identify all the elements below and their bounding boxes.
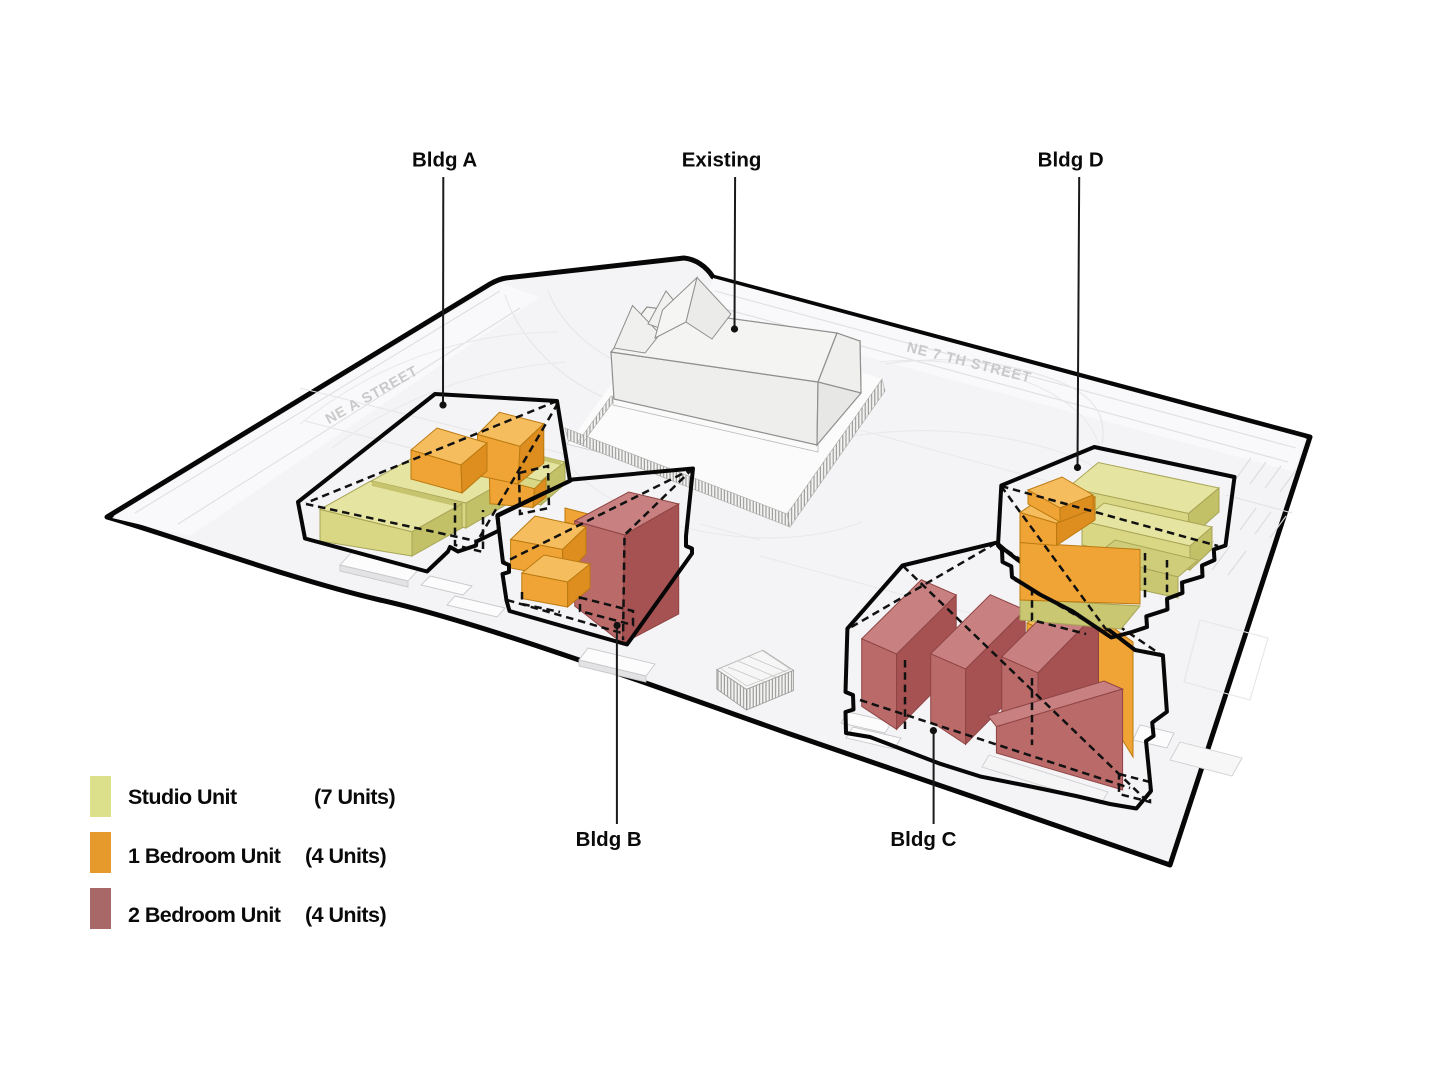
svg-text:(4 Units): (4 Units) (305, 903, 386, 927)
svg-text:(7 Units): (7 Units) (314, 785, 395, 809)
svg-text:(4 Units): (4 Units) (305, 844, 386, 868)
svg-text:1 Bedroom Unit: 1 Bedroom Unit (128, 844, 281, 868)
svg-text:Bldg A: Bldg A (412, 148, 477, 171)
svg-text:Studio Unit: Studio Unit (128, 785, 237, 809)
svg-text:Existing: Existing (682, 148, 762, 171)
svg-text:Bldg D: Bldg D (1038, 148, 1104, 171)
svg-text:Bldg B: Bldg B (576, 828, 642, 851)
svg-text:Bldg C: Bldg C (890, 828, 956, 851)
svg-text:2 Bedroom Unit: 2 Bedroom Unit (128, 903, 281, 927)
